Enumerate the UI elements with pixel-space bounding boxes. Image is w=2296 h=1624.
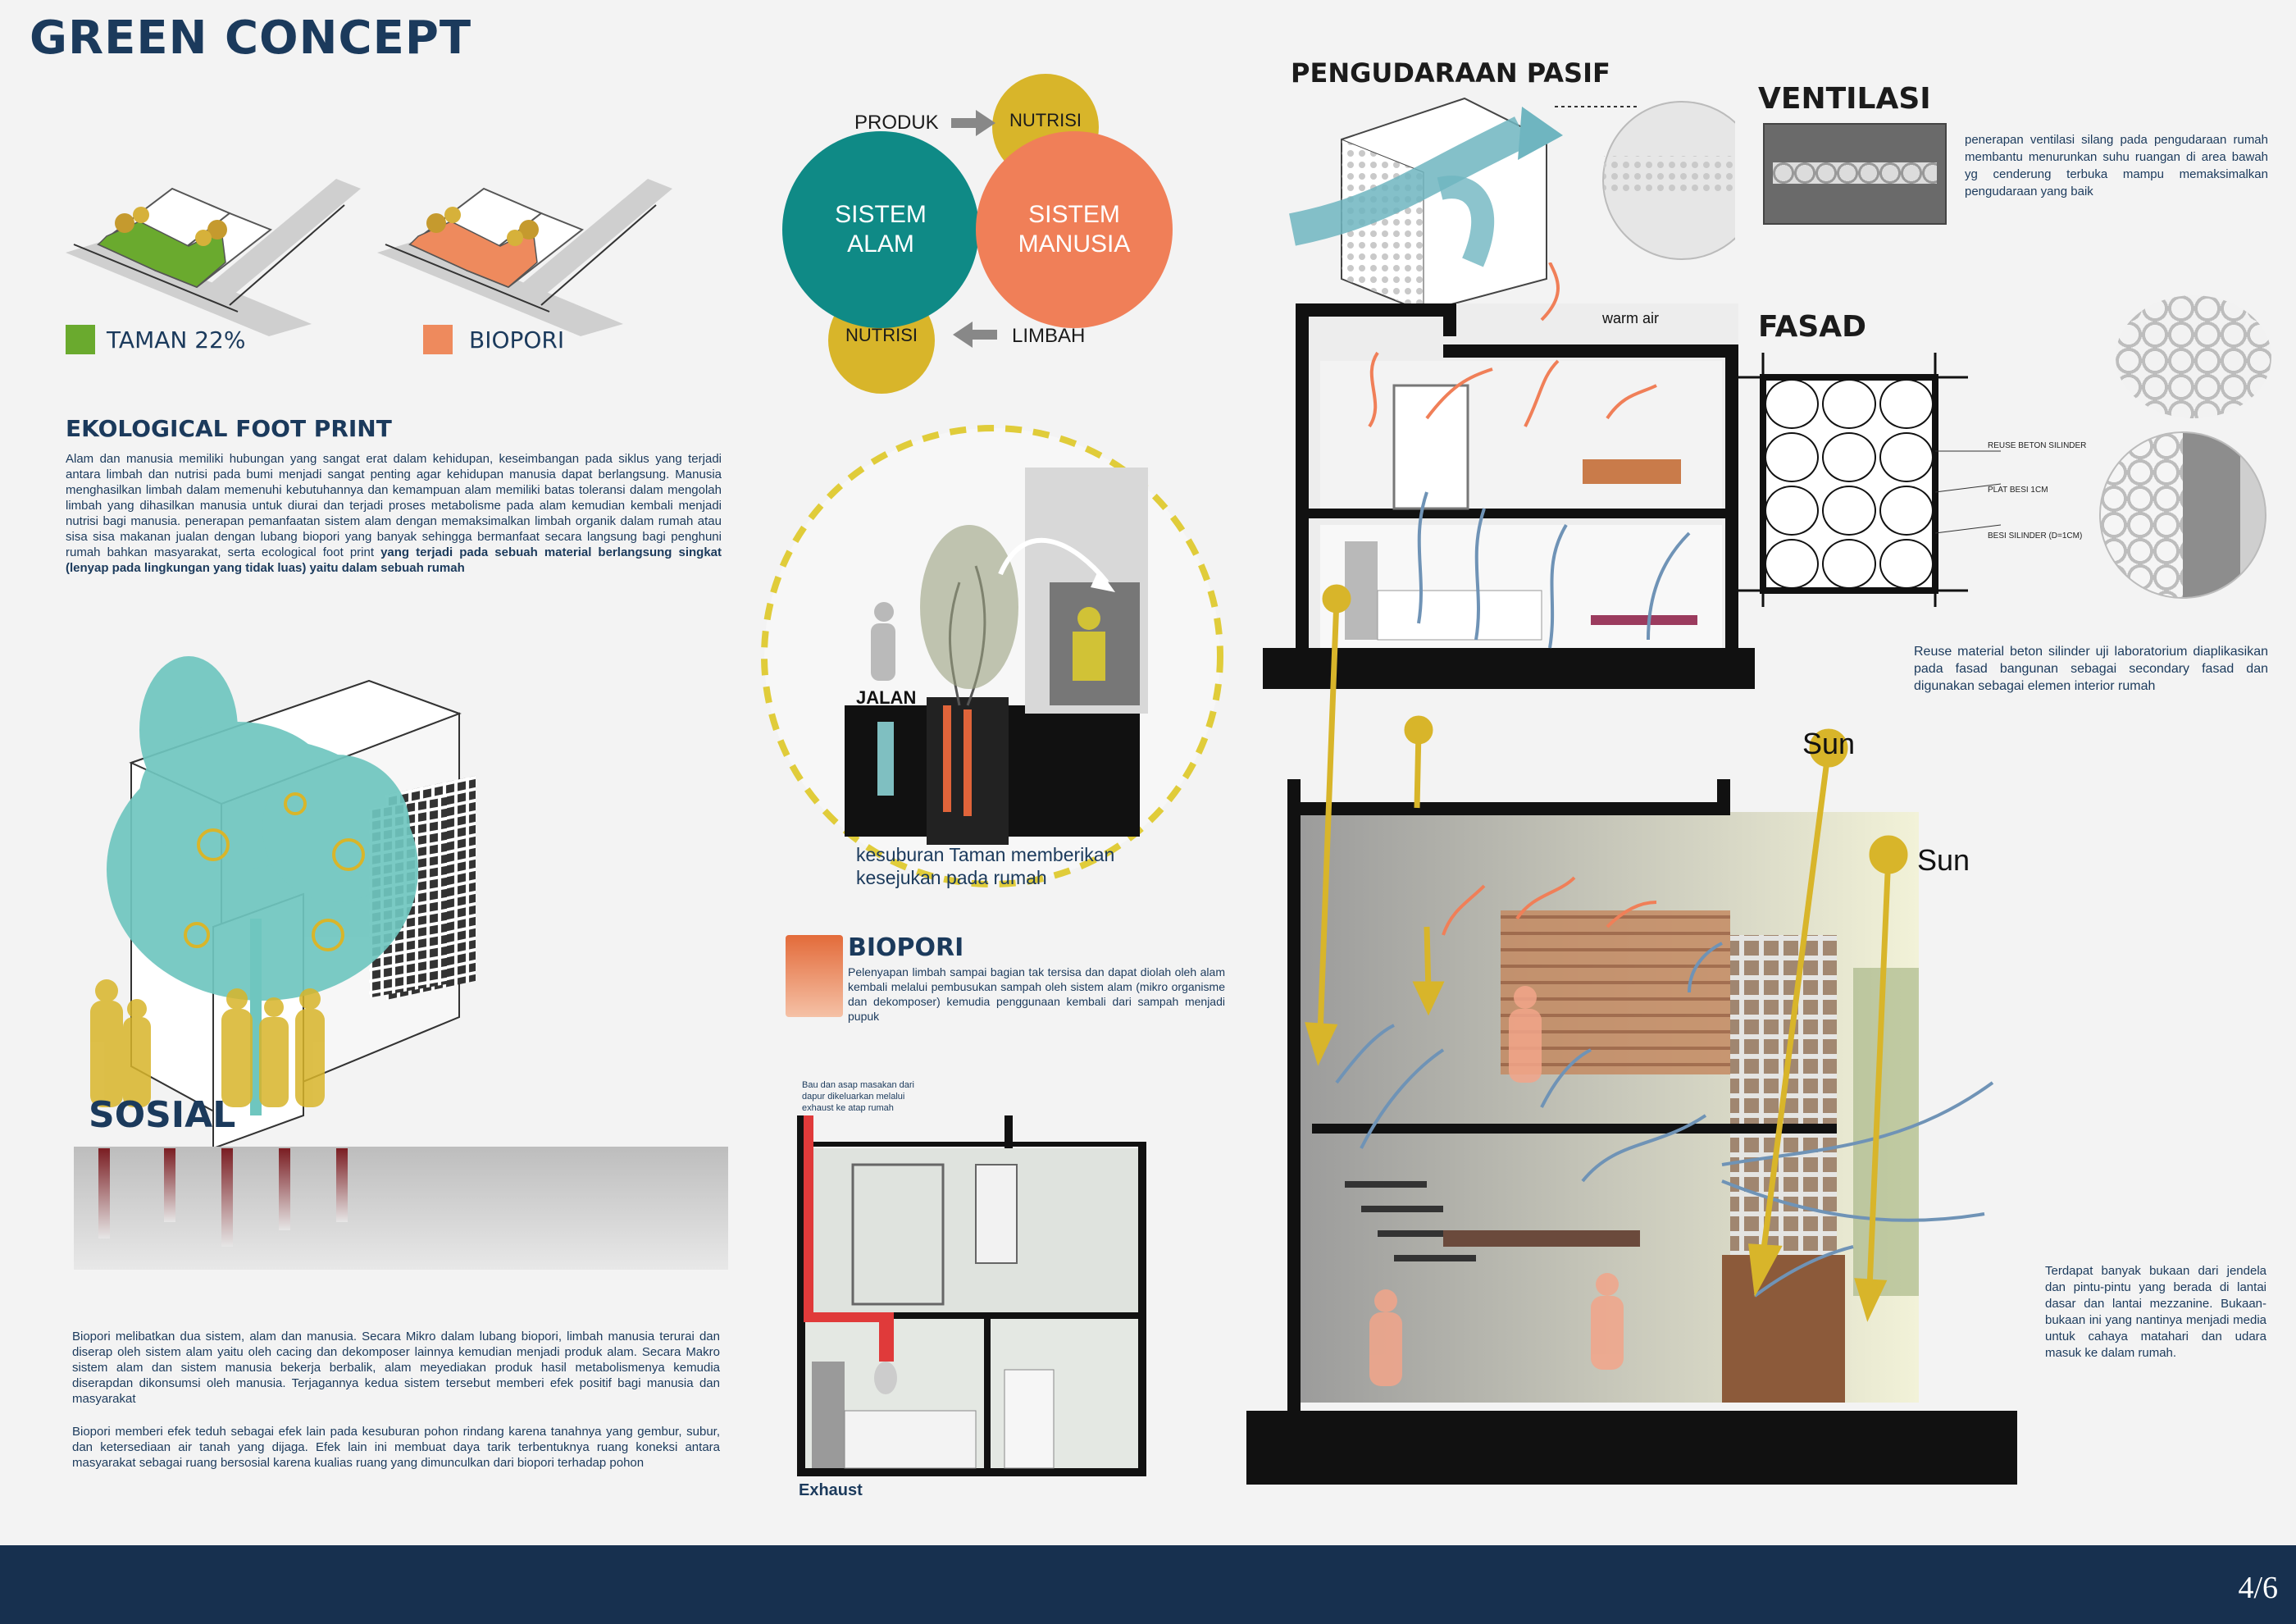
eco-heading: EKOLOGICAL FOOT PRINT: [66, 415, 392, 442]
section-lower: [1246, 779, 2017, 1485]
produk-arrow-icon: [951, 110, 995, 136]
site-plan-biopori: [377, 179, 672, 336]
sun-label-2: Sun: [1917, 843, 1970, 877]
biopori-heading: BIOPORI: [848, 933, 964, 962]
exhaust-note-line3: exhaust ke atap rumah: [802, 1103, 894, 1113]
bottom-text-p1: Biopori melibatkan dua sistem, alam dan …: [72, 1330, 720, 1406]
fasad-circle: [1765, 432, 1819, 482]
ventilasi-heading: VENTILASI: [1758, 82, 1931, 116]
fasad-circle: [1822, 432, 1876, 482]
garden-section: [761, 425, 1223, 887]
fasad-circle: [1879, 539, 1934, 589]
fasad-circle: [1822, 539, 1876, 589]
ventilasi-body: penerapan ventilasi silang pada pengudar…: [1965, 133, 2268, 198]
page-number: 4/6: [2238, 1571, 2278, 1605]
eco-body-bold: yang terjadi pada sebuah material berlan…: [66, 545, 722, 575]
cycle-diagram: NUTRISI NUTRISI SISTEM ALAM SISTEM MANUS…: [779, 49, 1189, 394]
fasad-circles: [1763, 377, 1935, 591]
sun-rays: [1305, 584, 1908, 1322]
exhaust-note-line1: Bau dan asap masakan dari: [802, 1080, 914, 1090]
warm-air-label: warm air: [1602, 310, 1660, 326]
garden-caption-line1: kesuburan Taman memberikan: [856, 844, 1115, 865]
taman-label: TAMAN 22%: [107, 326, 246, 354]
taman-swatch: [66, 325, 95, 354]
alam-line2: ALAM: [847, 230, 914, 258]
manusia-line2: MANUSIA: [1018, 230, 1131, 258]
jalan-label: JALAN: [856, 687, 917, 708]
produk-label: PRODUK: [854, 112, 939, 134]
fasad-label-2: PLAT BESI 1CM: [1988, 486, 2048, 495]
fasad-label-3: BESI SILINDER (D=1CM): [1988, 531, 2083, 541]
sosial-label: SOSIAL: [89, 1094, 236, 1136]
limbah-label: LIMBAH: [1012, 325, 1086, 347]
sistem-alam-circle: SISTEM ALAM: [782, 131, 979, 328]
biopori-swatch: [423, 325, 453, 354]
page-title: GREEN CONCEPT: [30, 11, 472, 65]
biopori-legend-label: BIOPORI: [469, 326, 565, 354]
biopori-body: Pelenyapan limbah sampai bagian tak ters…: [848, 965, 1225, 1023]
alam-line1: SISTEM: [835, 201, 927, 228]
section2-body: Terdapat banyak bukaan dari jendela dan …: [2045, 1264, 2266, 1360]
eco-body: Alam dan manusia memiliki hubungan yang …: [66, 451, 722, 576]
fasad-body: Reuse material beton silinder uji labora…: [1914, 645, 2268, 693]
sun-label-1: Sun: [1802, 727, 1856, 760]
fasad-photo-top: [2116, 295, 2271, 418]
exhaust-note-line2: dapur dikeluarkan melalui: [802, 1092, 905, 1102]
site-plans: [66, 179, 672, 336]
exhaust-section: [797, 1115, 1146, 1476]
footer-bar: 4/6: [0, 1545, 2296, 1624]
fasad-circle: [1879, 486, 1934, 536]
sistem-manusia-circle: SISTEM MANUSIA: [976, 131, 1173, 328]
fasad-circle: [1822, 379, 1876, 429]
exhaust-label: Exhaust: [799, 1481, 863, 1499]
fasad-label-1: REUSE BETON SILINDER: [1988, 441, 2087, 450]
fasad-circle: [1879, 379, 1934, 429]
limbah-arrow-icon: [953, 322, 997, 348]
ventilasi-image: [1763, 123, 1947, 225]
house-axonometric: [74, 656, 728, 1270]
fasad-photo-bottom: [2099, 431, 2266, 599]
fasad-circle: [1822, 486, 1876, 536]
garden-caption: kesuburan Taman memberikan kesejukan pad…: [856, 843, 1114, 889]
fasad-circle: [1879, 432, 1934, 482]
fasad-circle: [1765, 539, 1819, 589]
fasad-circle: [1765, 379, 1819, 429]
pasif-heading: PENGUDARAAN PASIF: [1291, 57, 1610, 89]
fasad-leader-lines: [1935, 450, 2001, 534]
garden-caption-line2: kesejukan pada rumah: [856, 867, 1047, 888]
fasad-heading: FASAD: [1758, 310, 1866, 344]
pasif-diagram: [1289, 97, 1735, 312]
exhaust-note: Bau dan asap masakan dari dapur dikeluar…: [802, 1079, 914, 1114]
fasad-circle: [1765, 486, 1819, 536]
biopori-icon: [786, 935, 843, 1017]
nutrisi-bottom-label: NUTRISI: [845, 325, 918, 345]
site-plan-taman: [66, 179, 361, 336]
manusia-line1: SISTEM: [1028, 201, 1120, 228]
bottom-text-p2: Biopori memberi efek teduh sebagai efek …: [72, 1425, 720, 1470]
eco-body-text: Alam dan manusia memiliki hubungan yang …: [66, 452, 722, 559]
section-upper: [1263, 262, 1755, 689]
nutrisi-top-label: NUTRISI: [1009, 110, 1082, 130]
ventilasi-cylinders: [1773, 162, 1937, 184]
